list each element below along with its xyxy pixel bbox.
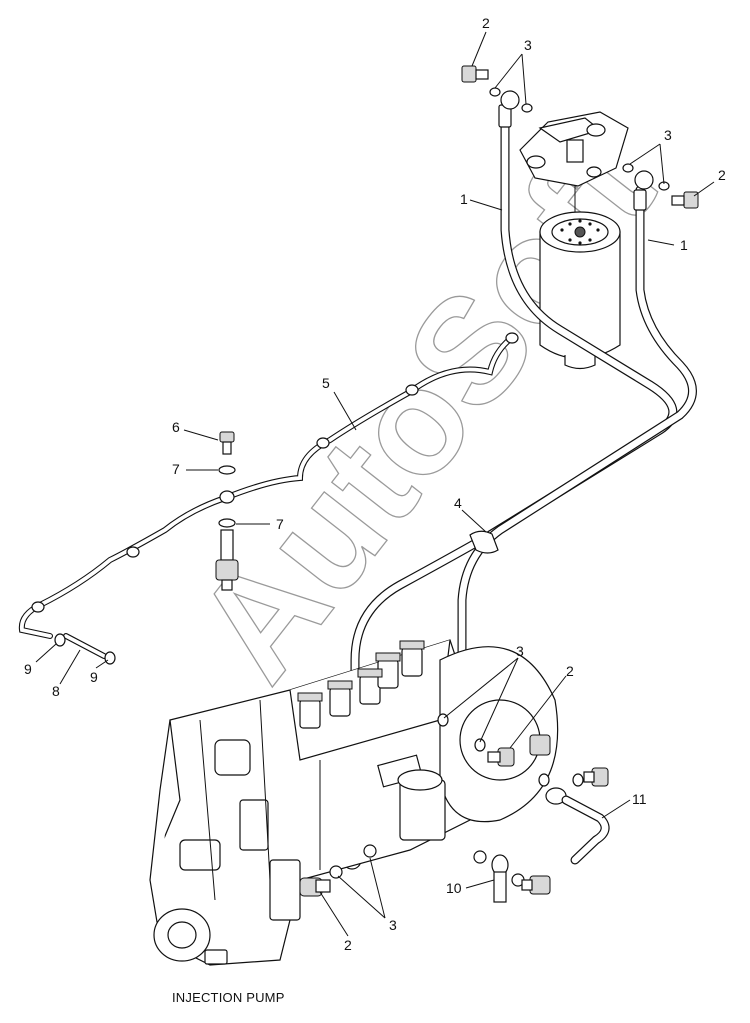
filter-head (519, 111, 629, 230)
callout-1: 1 (460, 191, 468, 207)
callout-2: 2 (482, 15, 490, 31)
callout-9: 9 (90, 669, 98, 685)
callout-9: 9 (24, 661, 32, 677)
callout-7: 7 (172, 461, 180, 477)
leader-lines (35, 31, 715, 937)
callout-2: 2 (344, 937, 352, 953)
injection-pump (149, 639, 559, 966)
return-pipe-11 (538, 767, 610, 865)
callout-2: 2 (718, 167, 726, 183)
callout-5: 5 (322, 375, 330, 391)
banjo-bolt-top-left (461, 65, 533, 113)
banjo-fitting-10 (473, 850, 551, 903)
callout-3: 3 (516, 643, 524, 659)
leak-off-pipe (18, 332, 519, 639)
callout-3: 3 (524, 37, 532, 53)
banjo-bolt-lower-right (437, 713, 515, 767)
injector-nozzle (215, 529, 239, 591)
diagram-caption: INJECTION PUMP (172, 990, 285, 1005)
banjo-bolt-lower-left (299, 844, 377, 897)
bolt-6 (218, 431, 236, 528)
watermark: AutoSoft (162, 107, 685, 711)
callout-6: 6 (172, 419, 180, 435)
hose-8-and-clamps (54, 633, 116, 665)
callout-1: 1 (680, 237, 688, 253)
pump-delivery-valves (297, 640, 425, 729)
callout-11: 11 (632, 791, 647, 807)
callouts: 2 3 1 1 3 2 4 5 6 7 7 9 8 9 3 2 11 10 3 … (24, 15, 726, 953)
callout-2: 2 (566, 663, 574, 679)
callout-10: 10 (446, 880, 462, 896)
pipe-clip (469, 530, 499, 554)
callout-7: 7 (276, 516, 284, 532)
callout-4: 4 (454, 495, 462, 511)
callout-8: 8 (52, 683, 60, 699)
callout-3: 3 (664, 127, 672, 143)
callout-3: 3 (389, 917, 397, 933)
fuel-pipe-right (457, 185, 697, 717)
svg-text:AutoSoft: AutoSoft (163, 107, 685, 709)
